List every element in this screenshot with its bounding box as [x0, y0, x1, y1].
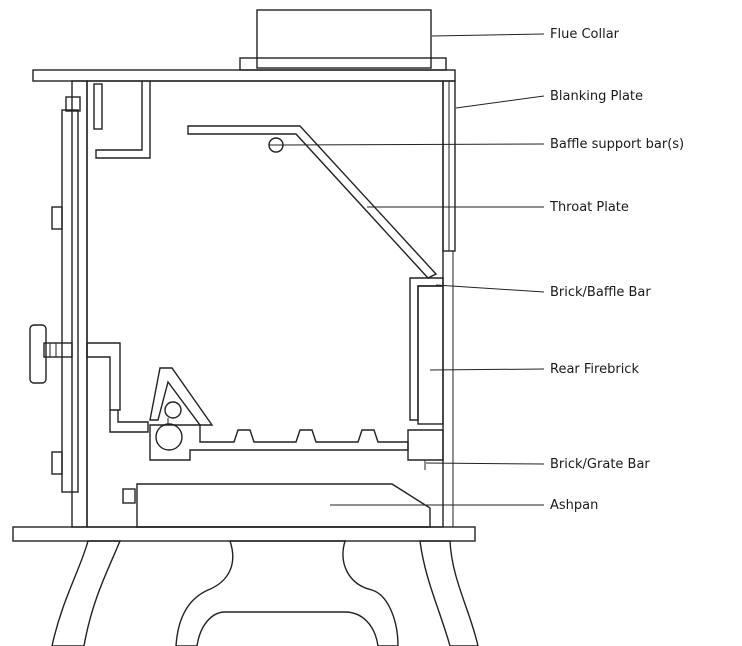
front-leg	[51, 540, 122, 646]
center-legs	[175, 540, 399, 646]
leader-brick-baffle-bar	[435, 284, 545, 293]
door-latch	[86, 342, 121, 411]
grate-riser	[149, 367, 214, 426]
leader-flue-collar	[431, 33, 545, 37]
grate	[149, 424, 409, 461]
label-rear-firebrick: Rear Firebrick	[550, 362, 639, 377]
rear-firebrick	[417, 285, 444, 425]
top-plate	[32, 69, 456, 82]
door-frame	[71, 80, 88, 528]
leader-baffle-support	[282, 143, 545, 146]
label-blanking-plate: Blanking Plate	[550, 89, 643, 104]
throat-plate	[187, 125, 438, 279]
stove-body	[86, 80, 444, 528]
door-hinge-bottom	[51, 451, 63, 475]
label-baffle-support-bar: Baffle support bar(s)	[550, 137, 684, 152]
door-bolt	[65, 96, 81, 112]
ashpan-handle	[122, 488, 136, 504]
door-bracket	[93, 83, 103, 130]
rear-leg	[419, 540, 479, 646]
label-ashpan: Ashpan	[550, 498, 598, 513]
ashpan	[136, 483, 431, 528]
door-panel	[61, 109, 79, 493]
label-brick-grate-bar: Brick/Grate Bar	[550, 457, 650, 472]
label-flue-collar: Flue Collar	[550, 27, 620, 42]
door-handle-knob	[29, 324, 47, 384]
leader-blanking-plate	[455, 95, 545, 109]
base-plate	[12, 526, 476, 542]
flue-collar	[256, 9, 432, 69]
brick-baffle-bar	[409, 277, 444, 421]
door-handle-shaft	[43, 342, 73, 358]
label-throat-plate: Throat Plate	[549, 200, 629, 215]
brick-grate-bar	[407, 429, 444, 461]
leader-brick-grate-bar	[425, 462, 545, 465]
internal-bracket	[95, 81, 151, 159]
riddling-knob	[155, 423, 183, 451]
leader-rear-firebrick	[429, 368, 545, 371]
door-hinge-top	[51, 206, 63, 230]
label-brick-baffle-bar: Brick/Baffle Bar	[550, 285, 651, 300]
